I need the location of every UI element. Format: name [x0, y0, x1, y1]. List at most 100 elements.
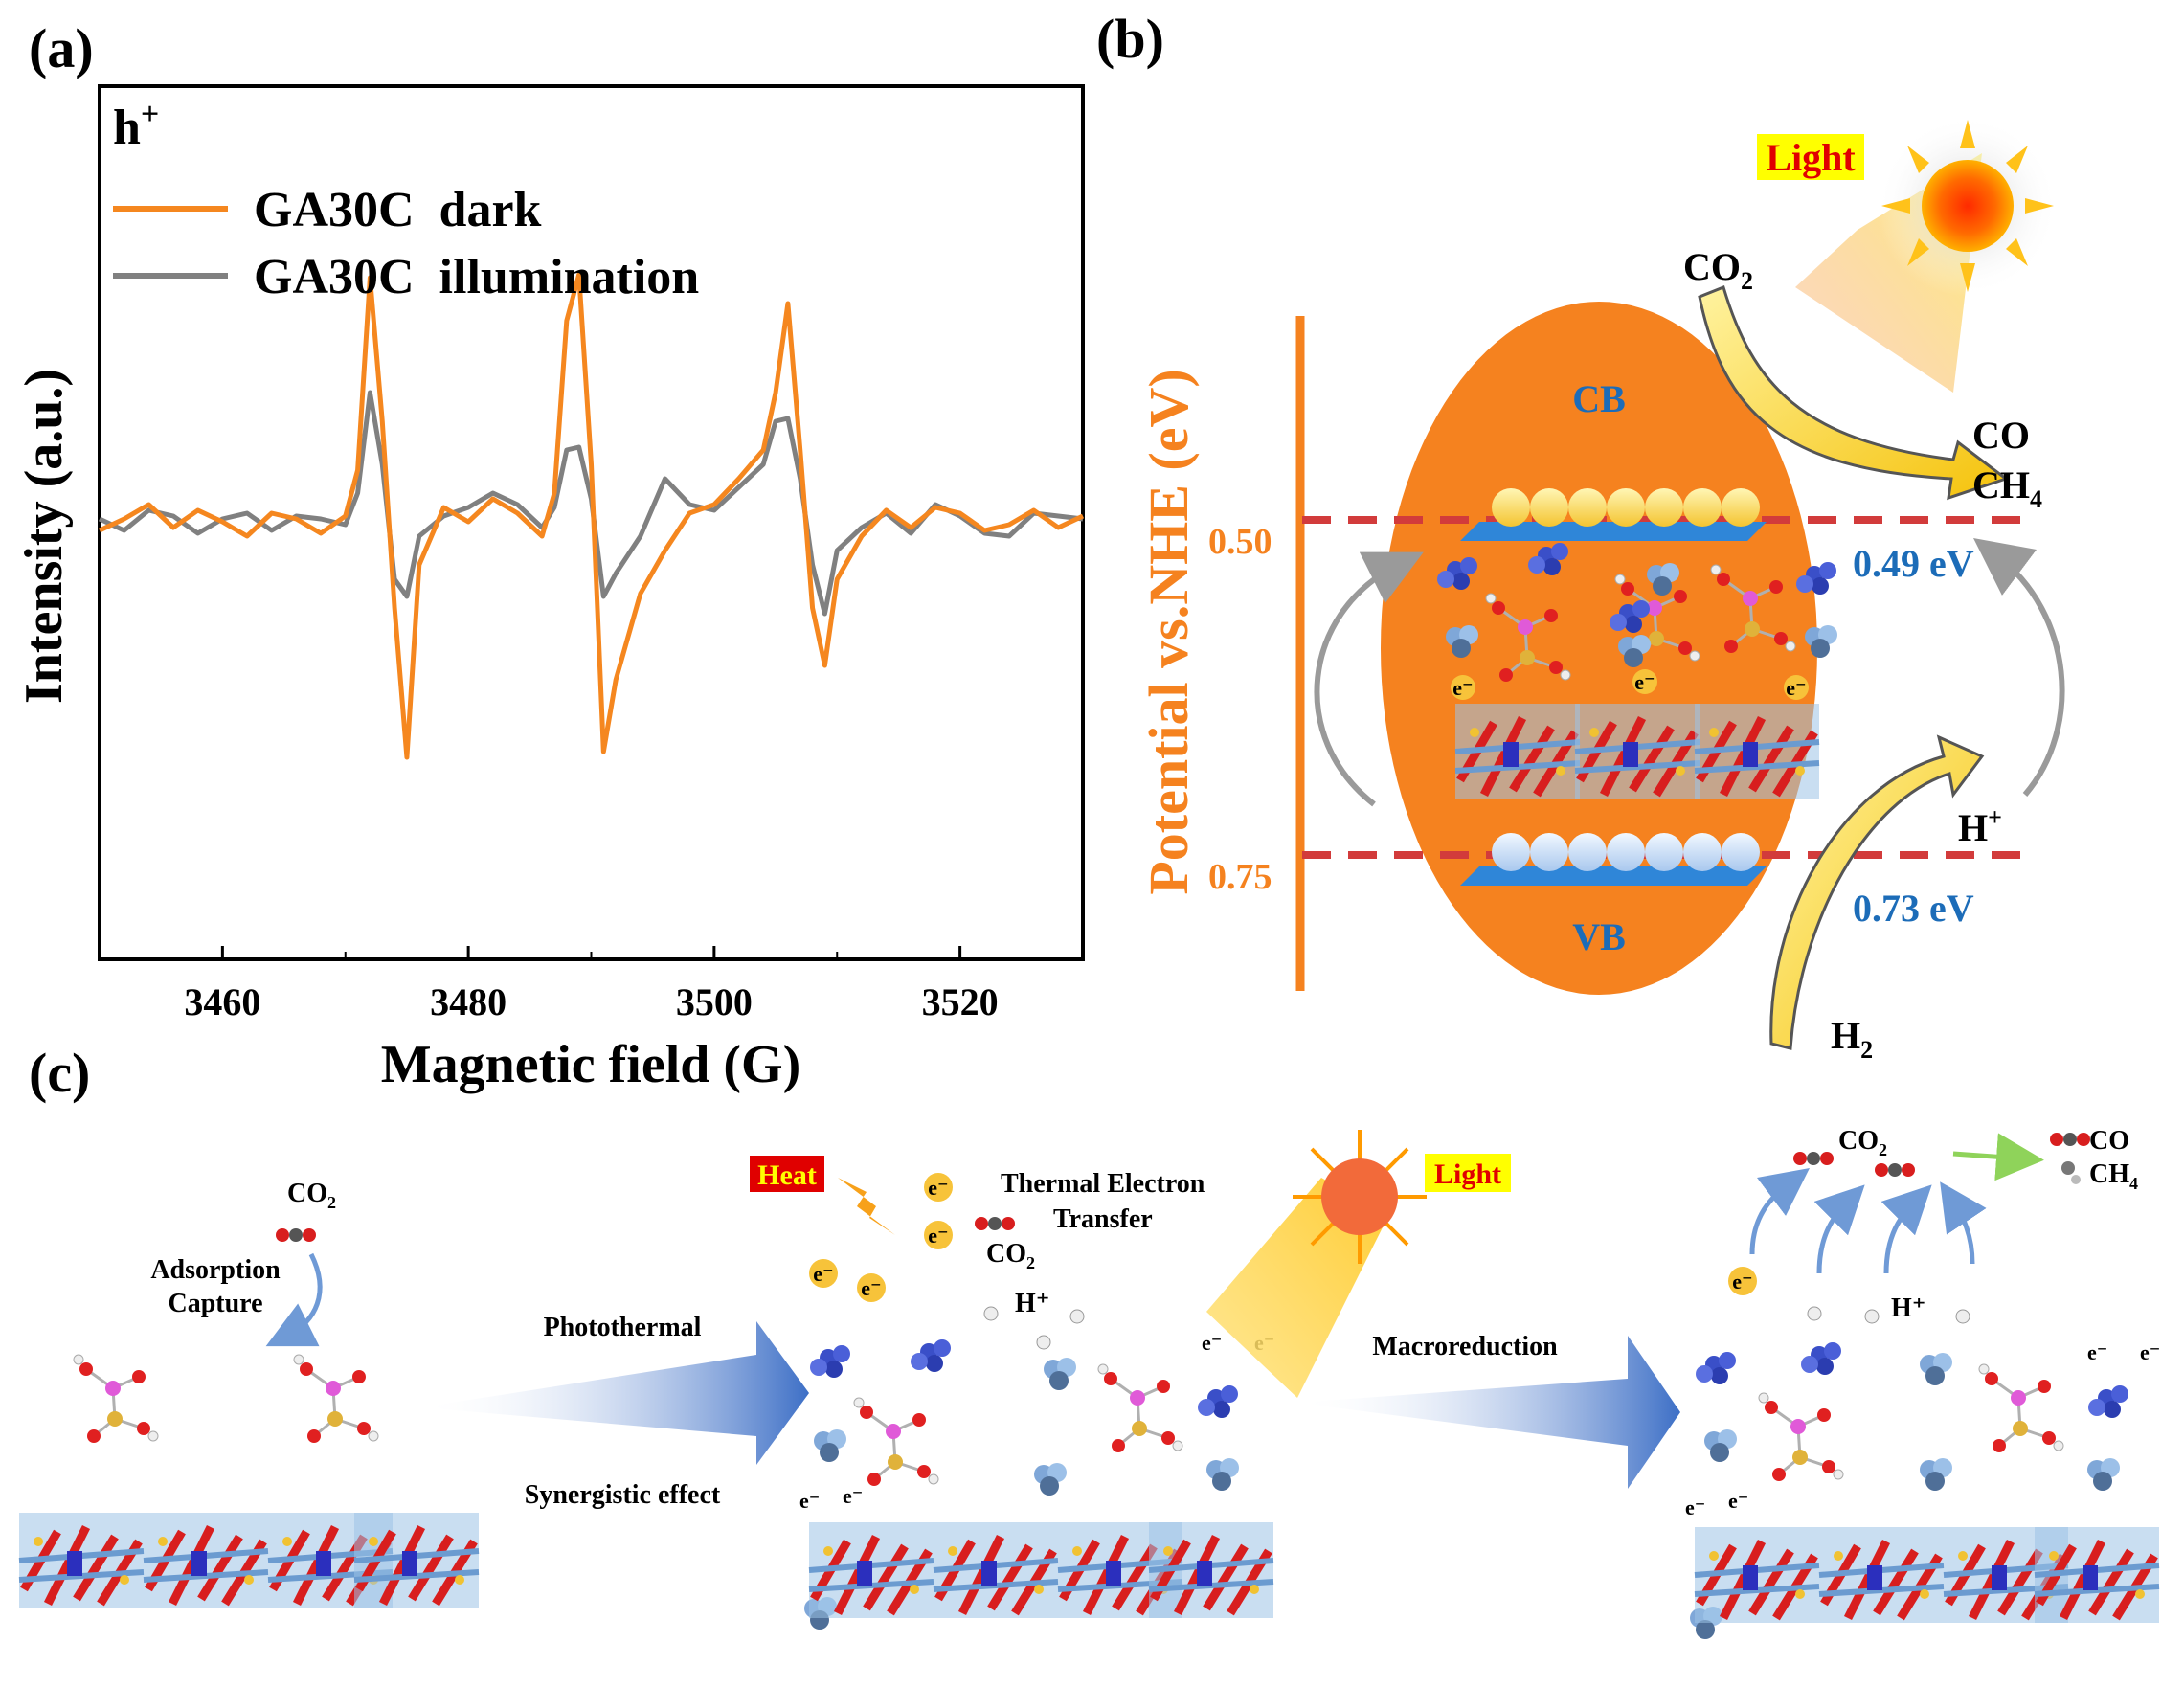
- mechanism-scheme: CO2 Adsorption Capture Photothermal Syne…: [19, 1126, 2160, 1639]
- light-beam-c: [1206, 1178, 1388, 1398]
- co2-in-text: CO: [1683, 245, 1741, 288]
- electron-symbol-15: e⁻: [2087, 1340, 2107, 1364]
- heat-bolt-icon: [838, 1178, 895, 1235]
- h2-sub: 2: [1860, 1036, 1873, 1064]
- vb-label: VB: [1572, 915, 1626, 958]
- co2-right-sub: 2: [1879, 1140, 1887, 1159]
- h-plus-mid-label: H⁺: [1015, 1289, 1050, 1318]
- electron-symbol-5: e⁻: [928, 1224, 948, 1248]
- capture-label: Capture: [168, 1289, 262, 1318]
- electron-symbol-6: e⁻: [813, 1262, 833, 1286]
- stage-arrow-2: [1297, 1336, 1680, 1489]
- light-label-bg: [1757, 134, 1864, 180]
- photothermal-label: Photothermal: [544, 1313, 702, 1342]
- co-product-label-c: CO: [2089, 1126, 2129, 1156]
- cb-label: CB: [1572, 377, 1626, 420]
- panel-label-c: (c): [29, 1042, 90, 1104]
- adsorption-arrow: [265, 1252, 323, 1347]
- epr-chart: 3460 3480 3500 3520 h+ GA30C dark GA30C ill…: [14, 84, 1085, 1094]
- panel-label-a: (a): [29, 17, 94, 79]
- x-tick-label: 3480: [430, 980, 507, 1023]
- cb-electrons: [1492, 488, 1760, 527]
- potential-axis-label: Potential vs.NHE (eV): [1137, 369, 1200, 894]
- x-tick-label: 3520: [922, 980, 999, 1023]
- stage-1: CO2 Adsorption Capture: [19, 1179, 479, 1608]
- vb-holes: [1492, 833, 1760, 871]
- electron-symbol-12: e⁻: [1732, 1270, 1752, 1293]
- product-arrow: [1952, 1133, 2044, 1181]
- heat-label-bg: [750, 1156, 824, 1192]
- co2-mid-text: CO: [986, 1239, 1026, 1269]
- stage-arrow-1: [421, 1321, 809, 1465]
- co2-top-text: CO: [287, 1179, 327, 1208]
- series-line-dark: [98, 272, 1085, 760]
- annotation-h-plus: h+: [113, 97, 159, 155]
- panel-label-b: (b): [1096, 8, 1164, 70]
- stage-3: CO2 CO CH4 e⁻ H⁺: [1685, 1126, 2160, 1639]
- electron-symbol-3: e⁻: [1786, 676, 1806, 700]
- h-plus-right-label: H⁺: [1891, 1293, 1926, 1323]
- co2-right-label: CO2: [1838, 1126, 1887, 1159]
- electron-symbol-4: e⁻: [928, 1176, 948, 1200]
- h-plus-sup: +: [1988, 803, 2002, 831]
- h-plus-text: H: [1958, 806, 1988, 849]
- vb-slab: [1460, 866, 1767, 886]
- band-diagram: Potential vs.NHE (eV) 0.50 0.75 CB VB: [1137, 115, 2065, 1064]
- legend-label-illumination: GA30C illumination: [254, 250, 699, 304]
- h-plus-label: H+: [1958, 803, 2002, 849]
- plot-frame: [98, 84, 1085, 961]
- h2-label: H2: [1831, 1014, 1873, 1064]
- ch4-product-sub: 4: [2030, 485, 2042, 513]
- inner-electrons: e⁻ e⁻ e⁻: [1451, 669, 1809, 700]
- co-product-label: CO: [1972, 414, 2030, 457]
- co2-in-sub: 2: [1741, 267, 1753, 295]
- electron-symbol-14: e⁻: [1728, 1489, 1748, 1513]
- electron-symbol-16: e⁻: [2140, 1340, 2160, 1364]
- co2-mid-label: CO2: [986, 1239, 1035, 1272]
- light-label-c: Light: [1434, 1158, 1501, 1190]
- right-gray-arrow: [1973, 537, 2065, 797]
- heat-label: Heat: [757, 1159, 817, 1191]
- electron-symbol-1: e⁻: [1452, 676, 1473, 700]
- co2-top-sub: 2: [327, 1193, 336, 1212]
- annotation-plus: +: [141, 97, 159, 132]
- x-tick-label: 3500: [676, 980, 753, 1023]
- gap-073-label: 0.73 eV: [1853, 887, 1974, 930]
- y-axis-title: Intensity (a.u.): [14, 369, 74, 704]
- x-tick-label: 3460: [184, 980, 260, 1023]
- annotation-h: h: [113, 101, 141, 155]
- x-ticks: 3460 3480 3500 3520: [99, 946, 1084, 1023]
- ch4-sub-c: 4: [2129, 1174, 2138, 1193]
- electron-symbol-9: e⁻: [843, 1484, 863, 1508]
- sun-icon: [1922, 160, 2014, 252]
- thermal-electron-label: Thermal Electron: [1001, 1169, 1205, 1199]
- rise-arrow-1: [1749, 1167, 1810, 1255]
- sun-icon-c: [1321, 1158, 1398, 1235]
- gap-049-label: 0.49 eV: [1853, 542, 1974, 585]
- synergistic-label: Synergistic effect: [525, 1480, 721, 1510]
- level-075-label: 0.75: [1208, 857, 1272, 897]
- electron-symbol-2: e⁻: [1634, 670, 1655, 694]
- semiconductor-ellipse: [1381, 302, 1817, 995]
- legend-label-dark: GA30C dark: [254, 183, 542, 237]
- electron-symbol-8: e⁻: [799, 1489, 820, 1513]
- cb-slab: [1460, 522, 1767, 541]
- stage-2: Heat Thermal Electron Transfer CO2 e⁻ e⁻…: [750, 1156, 1274, 1630]
- sun-rays: [1881, 120, 2054, 292]
- light-label: Light: [1766, 136, 1856, 179]
- h2-text: H: [1831, 1014, 1860, 1057]
- adsorption-label: Adsorption: [150, 1255, 281, 1285]
- light-label-c-bg: [1425, 1154, 1511, 1192]
- ch4-product-label-c: CH4: [2089, 1159, 2138, 1193]
- ch4-product-label: CH4: [1972, 463, 2042, 513]
- co2-in-label: CO2: [1683, 245, 1753, 295]
- chart-series: [98, 272, 1085, 760]
- x-axis-title: Magnetic field (G): [381, 1035, 801, 1094]
- level-050-label: 0.50: [1208, 522, 1272, 562]
- electron-symbol-10: e⁻: [1202, 1331, 1222, 1355]
- ch4-product-text: CH: [1972, 463, 2030, 506]
- stage2-electrons: e⁻ e⁻ e⁻ e⁻: [809, 1173, 953, 1302]
- rise-arrow-2: [1813, 1184, 1865, 1274]
- rise-arrow-4: [1940, 1181, 1987, 1265]
- co2-reduction-arrow: [1698, 284, 2010, 501]
